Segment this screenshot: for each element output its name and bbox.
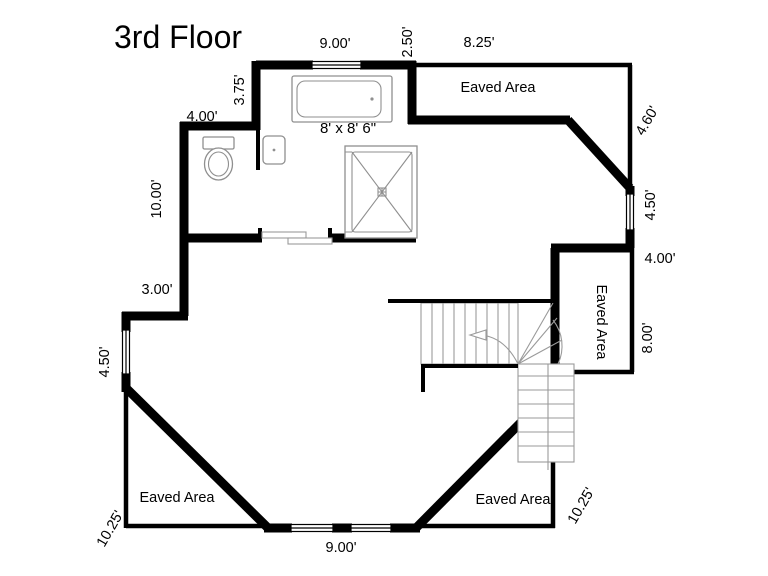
- window-top: [311, 60, 362, 70]
- dimension-300: 3.00': [142, 282, 173, 298]
- shower-door-jambs: [345, 151, 352, 233]
- toilet-bowl-inner: [207, 151, 230, 177]
- area-label-eaved-bottom-right: Eaved Area: [476, 492, 552, 508]
- exterior-walls: [121, 60, 635, 533]
- dimension-450-right: 4.50': [643, 189, 659, 220]
- stair-winder: [517, 302, 563, 365]
- sink: [262, 135, 286, 165]
- stair-lower-treads: [518, 375, 574, 447]
- shower-stall: [344, 145, 418, 239]
- stair-lower-run: [517, 363, 575, 463]
- dimension-bottom-9: 9.00': [326, 540, 357, 556]
- sink-drain: [272, 148, 276, 152]
- stair-arrow-head: [468, 329, 487, 341]
- dimension-800: 8.00': [640, 322, 656, 353]
- room-label-bathroom: 8' x 8' 6": [320, 120, 376, 137]
- shower-drain-cross: [378, 188, 386, 196]
- toilet: [202, 136, 235, 181]
- shower-inner: [351, 151, 413, 233]
- dimension-375: 3.75': [232, 74, 248, 105]
- dimension-400-right: 4.00': [645, 251, 676, 267]
- stair-winder-arc: [552, 319, 563, 365]
- staircase: [388, 299, 575, 470]
- area-label-eaved-right: Eaved Area: [593, 285, 609, 361]
- area-label-eaved-bottom-left: Eaved Area: [140, 490, 216, 506]
- door-bathroom-sliding: [261, 231, 333, 245]
- area-label-eaved-top-right: Eaved Area: [461, 80, 537, 96]
- page-title: 3rd Floor: [114, 19, 242, 55]
- door-panel-a: [261, 231, 307, 239]
- dimension-400-left: 4.00': [187, 109, 218, 125]
- wall-diagonal-upper-right: [564, 116, 634, 192]
- wall-diagonal-bottom-left: [122, 384, 272, 532]
- bathtub-basin: [296, 80, 382, 118]
- bathtub-outer: [291, 75, 393, 123]
- window-left: [121, 329, 131, 375]
- bathtub-drain: [370, 97, 374, 101]
- dimension-top-9: 9.00': [320, 36, 351, 52]
- dimension-1000: 10.00': [149, 179, 165, 218]
- dimension-top-825: 8.25': [464, 35, 495, 51]
- dimension-top-250: 2.50': [400, 26, 416, 57]
- windows: [121, 60, 635, 533]
- stair-winder-rays: [517, 302, 563, 365]
- toilet-tank: [202, 136, 235, 150]
- dimension-450-left: 4.50': [97, 346, 113, 377]
- stair-direction-arrow: [468, 329, 519, 365]
- door-panel-b: [287, 237, 333, 245]
- window-right-upper: [625, 193, 635, 231]
- window-bottom-left: [290, 523, 334, 533]
- window-bottom-right: [350, 523, 392, 533]
- bathtub: [291, 75, 393, 123]
- stair-upper-run: [420, 302, 519, 365]
